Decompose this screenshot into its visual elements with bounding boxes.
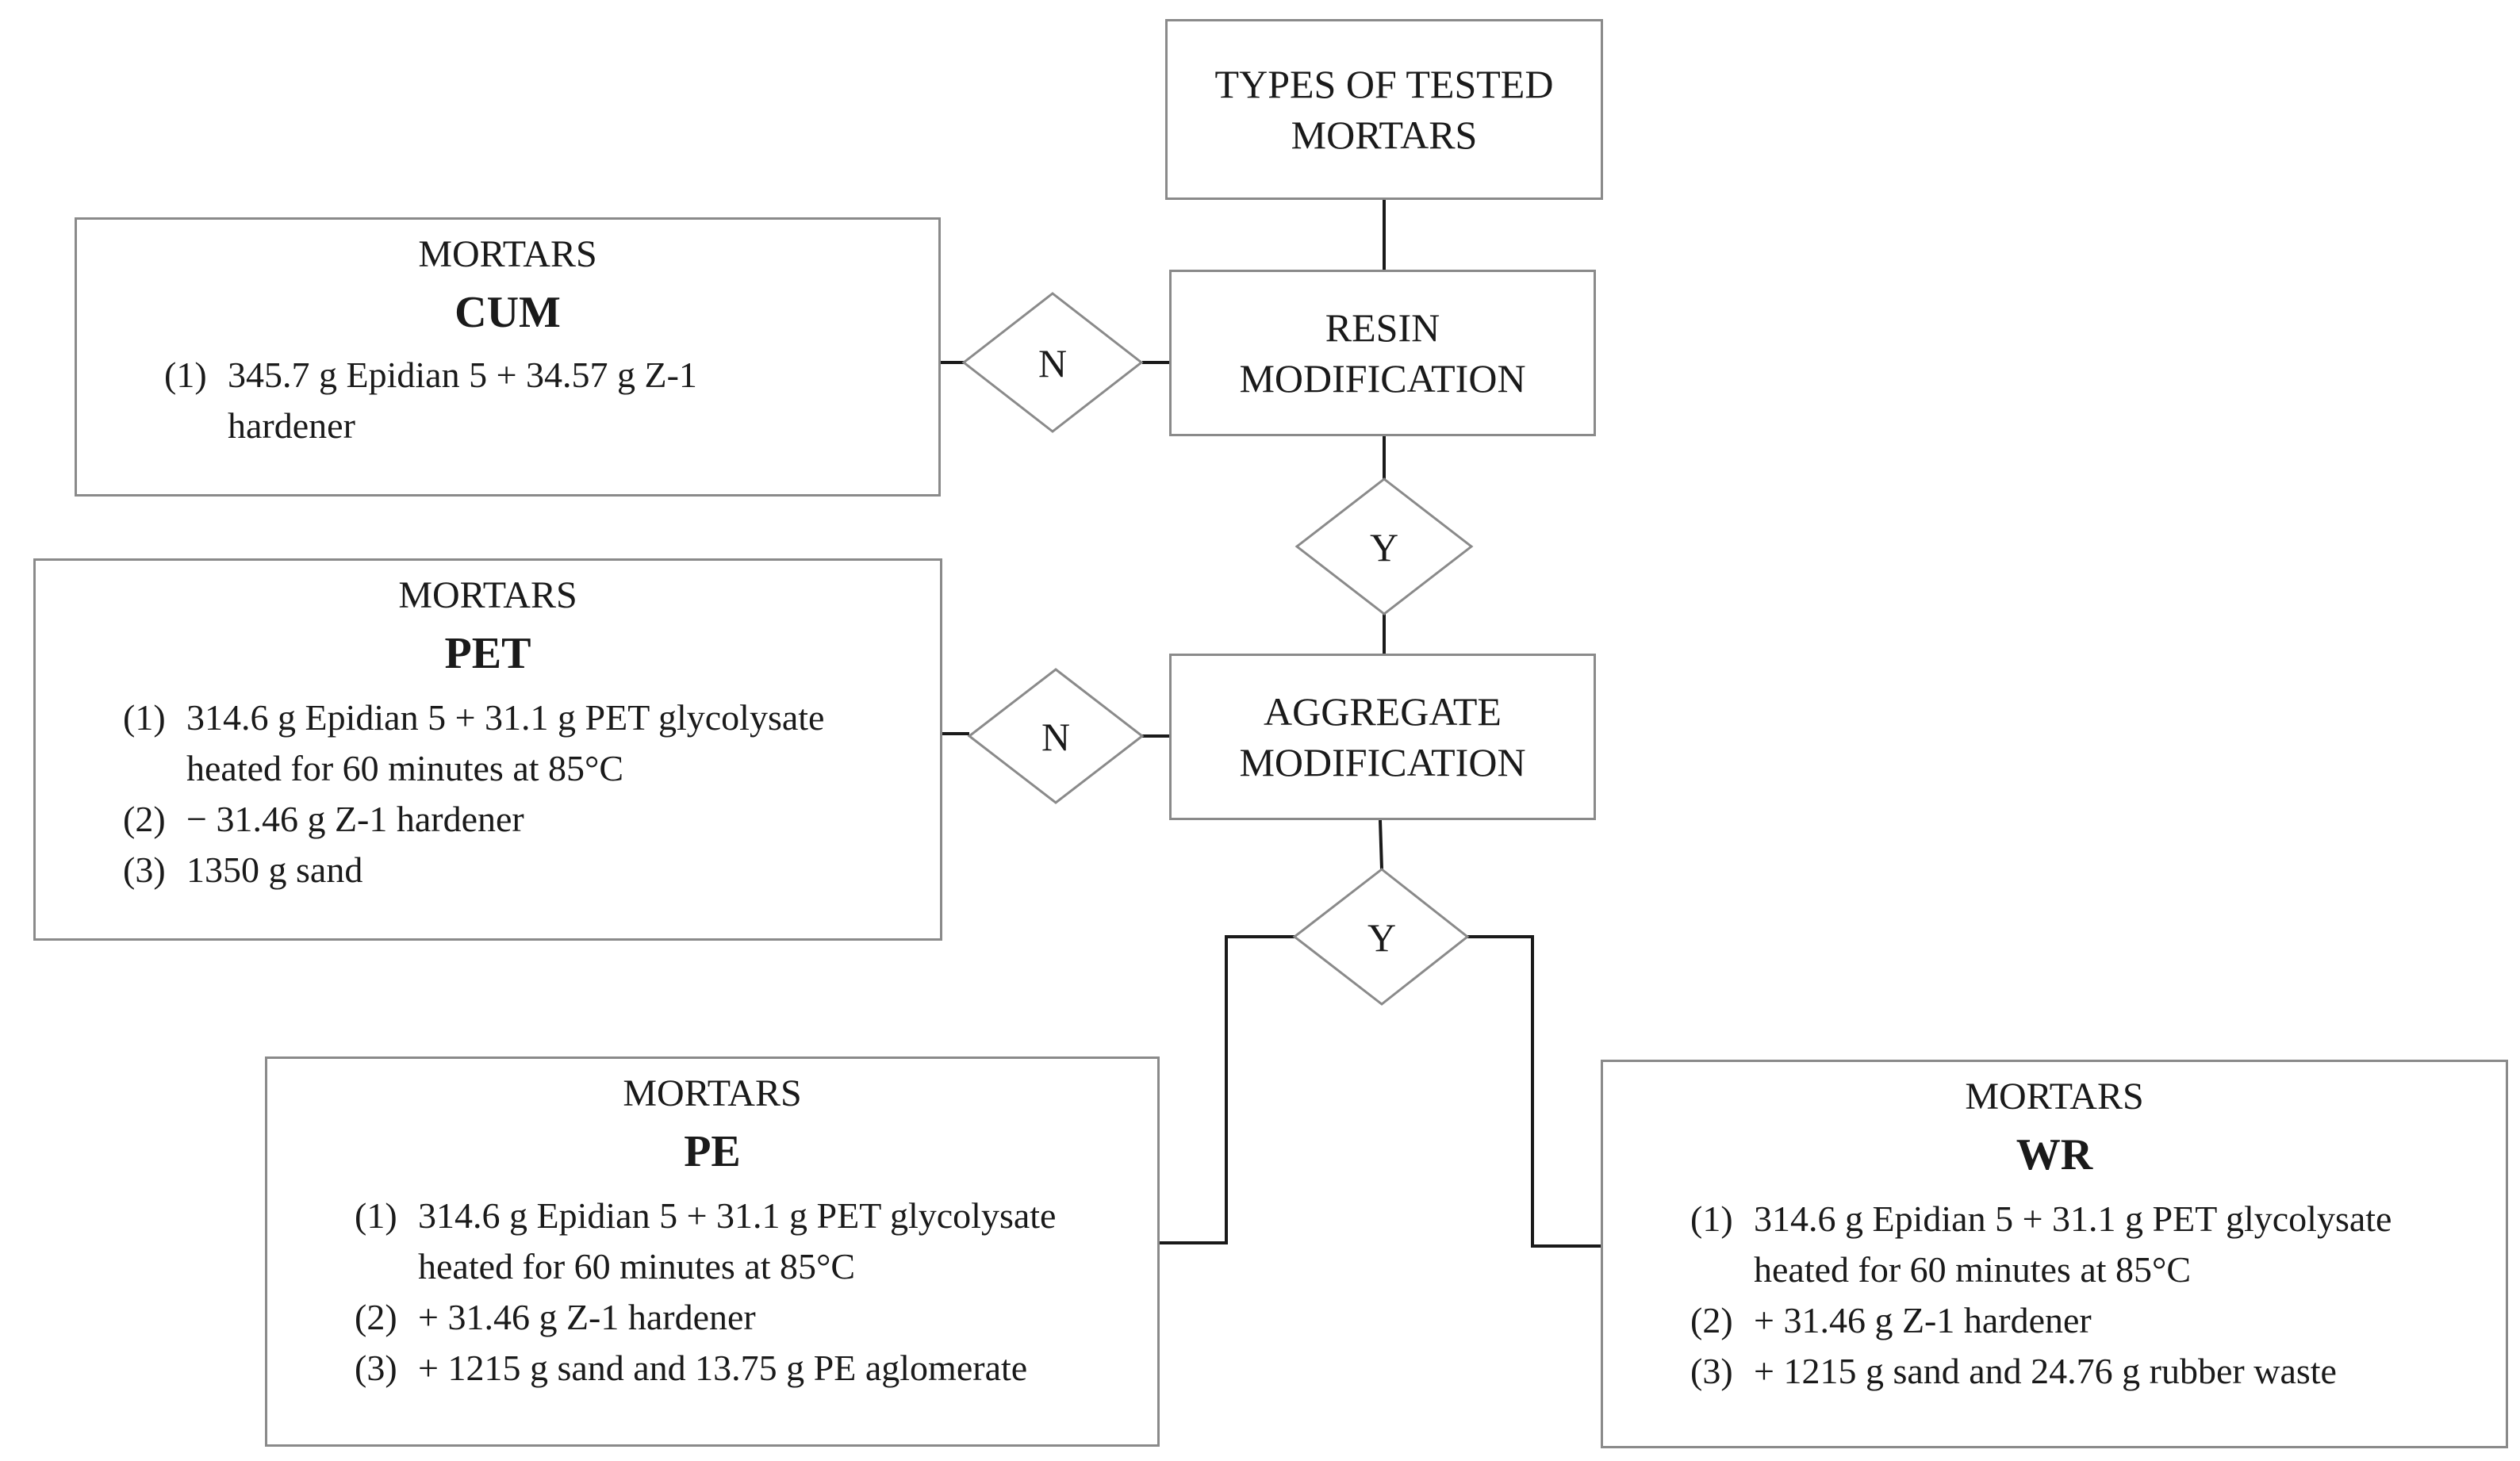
mortars-cum-code: CUM <box>455 288 561 337</box>
list-item: (1) 314.6 g Epidian 5 + 31.1 g PET glyco… <box>123 697 825 788</box>
list-item: (1) 314.6 g Epidian 5 + 31.1 g PET glyco… <box>1690 1198 2392 1290</box>
aggregate-modification-box: AGGREGATE MODIFICATION <box>1169 654 1596 820</box>
root-title-line1: TYPES OF TESTED <box>1214 62 1554 106</box>
resin-modification-box: RESIN MODIFICATION <box>1169 270 1596 436</box>
mortars-cum-list: (1) 345.7 g Epidian 5 + 34.57 g Z-1 hard… <box>164 350 767 451</box>
aggregate-title-line1: AGGREGATE <box>1264 689 1502 734</box>
list-item: (2) + 31.46 g Z-1 hardener <box>355 1297 756 1337</box>
mortars-cum-heading: MORTARS <box>418 233 597 275</box>
decision-label-n-resin: N <box>1038 341 1067 385</box>
list-item: (2) − 31.46 g Z-1 hardener <box>123 799 524 839</box>
decision-diamond-y-aggregate <box>1292 868 1470 1006</box>
mortars-wr-heading: MORTARS <box>1965 1076 2144 1118</box>
mortars-pet-list: (1) 314.6 g Epidian 5 + 31.1 g PET glyco… <box>123 692 924 895</box>
mortars-cum-box: MORTARS CUM (1) 345.7 g Epidian 5 + 34.5… <box>75 217 941 497</box>
mortars-pe-list: (1) 314.6 g Epidian 5 + 31.1 g PET glyco… <box>355 1191 1116 1394</box>
root-box: TYPES OF TESTED MORTARS <box>1165 19 1603 200</box>
resin-title-line2: MODIFICATION <box>1239 356 1526 401</box>
list-item: (1) 345.7 g Epidian 5 + 34.57 g Z-1 hard… <box>164 355 697 446</box>
decision-label-y-aggregate: Y <box>1367 915 1396 960</box>
mortars-wr-code: WR <box>2016 1130 2093 1179</box>
list-item: (3) + 1215 g sand and 24.76 g rubber was… <box>1690 1351 2337 1391</box>
mortars-pet-code: PET <box>444 629 531 678</box>
mortars-pet-box: MORTARS PET (1) 314.6 g Epidian 5 + 31.1… <box>33 558 942 941</box>
decision-label-y-resin: Y <box>1370 525 1398 569</box>
mortars-pe-code: PE <box>684 1127 741 1176</box>
list-item: (1) 314.6 g Epidian 5 + 31.1 g PET glyco… <box>355 1195 1057 1287</box>
decision-diamond-n-aggregate <box>967 668 1145 804</box>
decision-diamond-y-resin <box>1295 477 1474 615</box>
mortars-pet-heading: MORTARS <box>398 574 577 616</box>
list-item: (3) 1350 g sand <box>123 849 363 890</box>
decision-diamond-n-resin <box>961 292 1144 433</box>
list-item: (2) + 31.46 g Z-1 hardener <box>1690 1300 2092 1340</box>
resin-title-line1: RESIN <box>1325 305 1440 350</box>
mortars-pe-heading: MORTARS <box>623 1072 802 1114</box>
aggregate-title-line2: MODIFICATION <box>1239 740 1526 784</box>
root-title-line2: MORTARS <box>1291 113 1478 157</box>
mortars-wr-box: MORTARS WR (1) 314.6 g Epidian 5 + 31.1 … <box>1601 1060 2508 1448</box>
list-item: (3) + 1215 g sand and 13.75 g PE aglomer… <box>355 1348 1028 1388</box>
mortars-pe-box: MORTARS PE (1) 314.6 g Epidian 5 + 31.1 … <box>265 1056 1160 1447</box>
decision-label-n-aggregate: N <box>1041 715 1070 759</box>
mortars-wr-list: (1) 314.6 g Epidian 5 + 31.1 g PET glyco… <box>1690 1194 2491 1397</box>
